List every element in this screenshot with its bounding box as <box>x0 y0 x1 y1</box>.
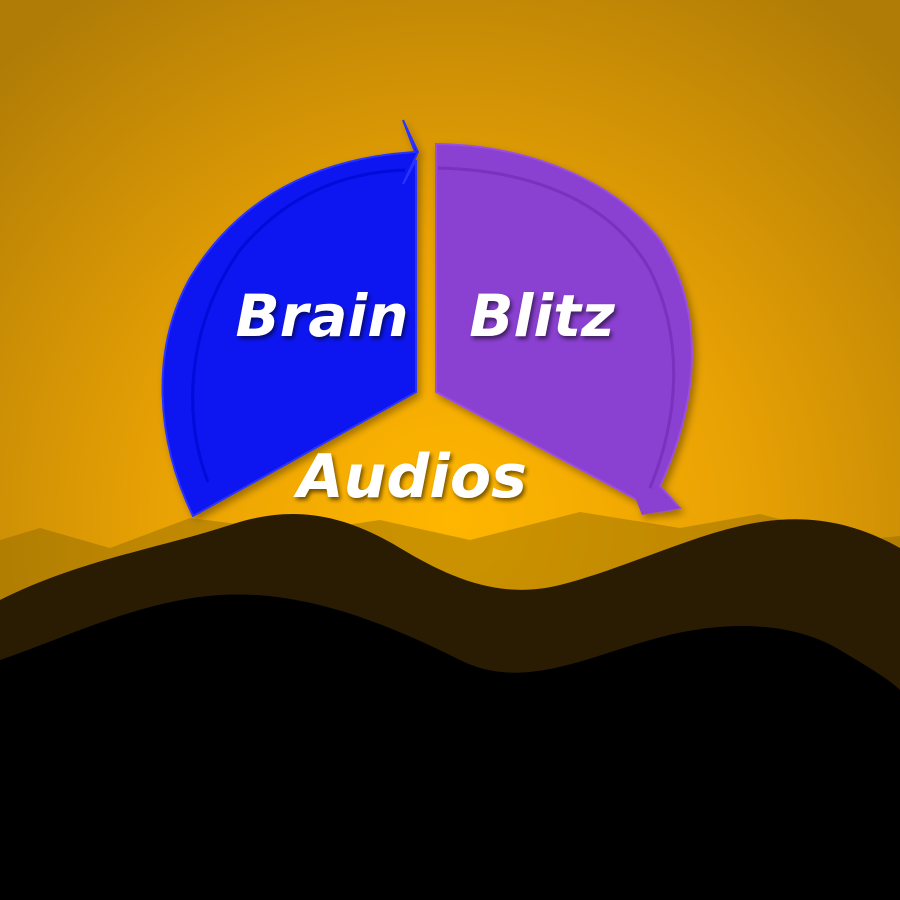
right-arrow-wedge-icon <box>435 142 693 515</box>
logo-word-brain: Brain <box>235 282 408 350</box>
left-arrow-wedge-icon <box>161 119 420 518</box>
near-hills <box>0 594 900 900</box>
logo-word-blitz: Blitz <box>469 282 615 350</box>
logo-word-audios: Audios <box>293 442 527 512</box>
